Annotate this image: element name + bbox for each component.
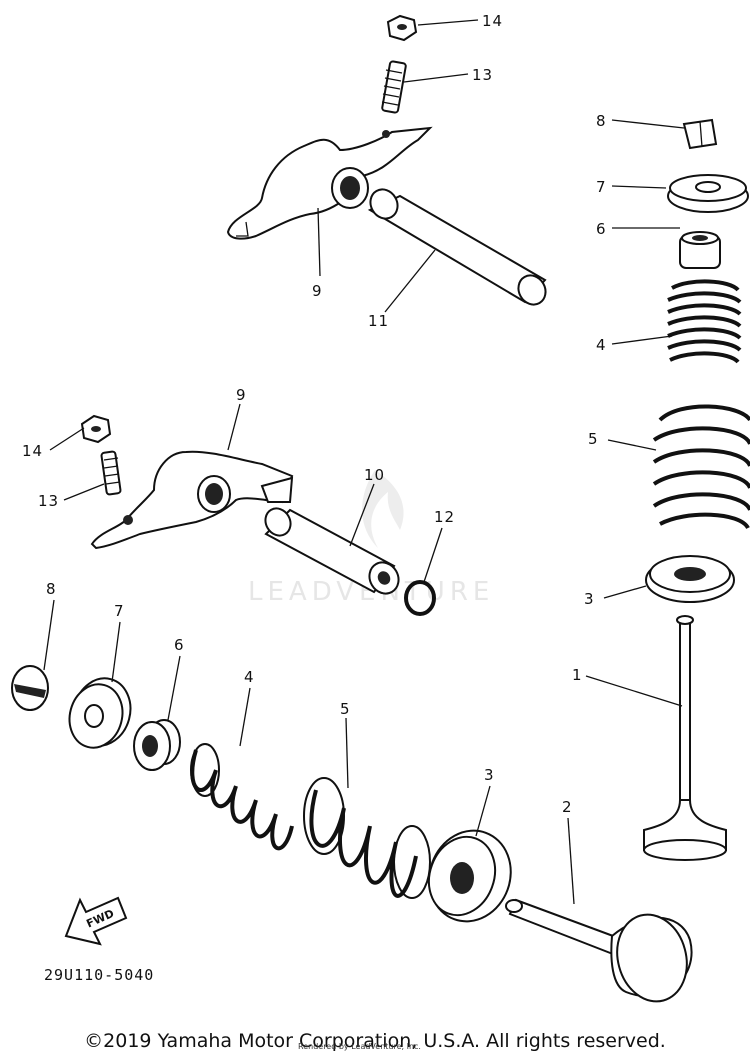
leader-4-right [611,335,673,345]
outer-spring-low [303,777,431,899]
leader-3-right [603,585,647,599]
callout-2: 2 [562,798,573,816]
callout-4-right: 4 [596,336,607,354]
valve-cotter-low [11,665,49,711]
callout-13-top: 13 [472,66,493,84]
callout-3-low: 3 [484,766,495,784]
o-ring [404,580,436,616]
spring-seat-low [133,719,181,771]
leader-13-mid [63,483,105,501]
leader-3-low [475,785,491,837]
adjusting-screw-top [381,60,407,114]
renderer-credit: Rendered by LeadVenture, Inc. [298,1042,421,1051]
outer-spring-right [652,404,750,530]
leader-8-right [611,119,685,129]
spring-retainer-low [68,677,132,749]
inner-spring-low [190,743,294,851]
callout-11: 11 [368,312,389,330]
rocker-shaft-mid [264,507,400,595]
spring-seat-lower-right [645,555,735,603]
spring-retainer-right [667,174,749,213]
intake-valve [643,615,727,861]
rocker-arm-top [226,126,433,240]
spring-seat-lower-low [427,829,512,923]
callout-14-mid: 14 [22,442,43,460]
leader-7-low [111,621,121,683]
nut-mid [80,414,112,444]
rocker-arm-mid [90,450,294,550]
rocker-shaft-top [367,188,547,306]
callout-14-top: 14 [482,12,503,30]
callout-12: 12 [434,508,455,526]
leader-4-low [239,687,251,747]
callout-7-right: 7 [596,178,607,196]
callout-8-right: 8 [596,112,607,130]
leader-9-mid [227,403,241,451]
callout-9-top: 9 [312,282,323,300]
leader-12 [423,527,443,583]
leader-8-low [43,599,55,671]
leader-2 [567,817,575,905]
nut-top [386,14,418,42]
leader-11 [384,249,436,313]
callout-10: 10 [364,466,385,484]
diagram-code: 29U110-5040 [44,966,155,984]
leader-13-top [403,73,469,83]
callout-4-low: 4 [244,668,255,686]
leader-1 [585,675,683,707]
callout-5-low: 5 [340,700,351,718]
leader-6-low [167,655,181,721]
inner-spring-right [667,279,742,364]
copyright-notice: ©2019 Yamaha Motor Corporation, U.S.A. A… [84,1030,666,1052]
adjusting-screw-mid [100,450,122,496]
forward-arrow-icon: FWD [64,896,128,946]
spring-seat-right [679,231,721,269]
callout-5-right: 5 [588,430,599,448]
callout-13-mid: 13 [38,492,59,510]
callout-7-low: 7 [114,602,125,620]
leader-9-top [317,207,321,277]
exhaust-valve [505,898,693,1003]
leader-14-mid [49,427,85,451]
callout-6-low: 6 [174,636,185,654]
leader-5-right [607,439,657,451]
leader-10 [349,483,375,547]
callout-8-low: 8 [46,580,57,598]
callout-1: 1 [572,666,583,684]
callout-9-mid: 9 [236,386,247,404]
callout-3-right: 3 [584,590,595,608]
valve-cotter-right [682,118,718,150]
leader-7-right [611,185,667,189]
callout-6-right: 6 [596,220,607,238]
leader-5-low [345,717,349,789]
leader-14-top [417,19,479,26]
